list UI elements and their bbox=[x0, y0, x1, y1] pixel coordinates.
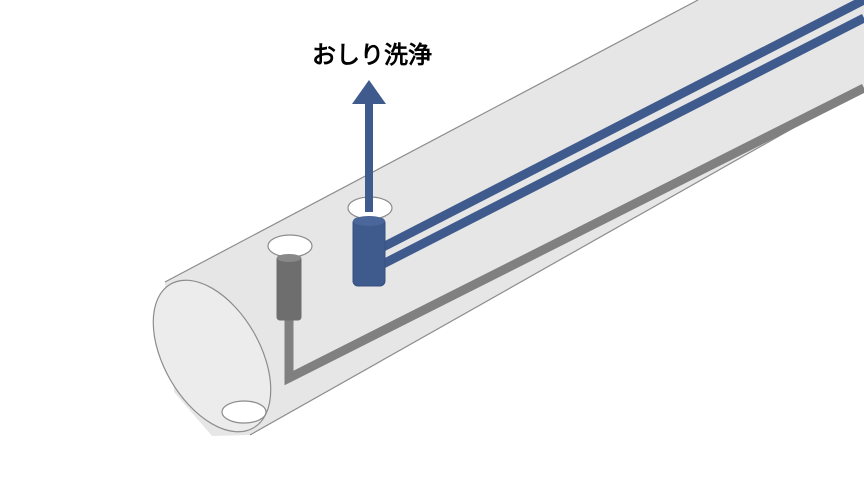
left-nozzle-top bbox=[277, 254, 301, 262]
gray-water-pipe bbox=[284, 83, 864, 386]
right-nozzle-top bbox=[353, 216, 385, 226]
blue-pipe-lower bbox=[380, 13, 864, 269]
left-nozzle-body bbox=[276, 255, 302, 321]
end-cap bbox=[152, 279, 272, 433]
gray-pipe-line bbox=[284, 83, 864, 386]
end-cap-hole bbox=[221, 400, 267, 424]
right-nozzle-body bbox=[352, 217, 386, 287]
blue-pipe-upper bbox=[380, 0, 864, 252]
tube-top-edge bbox=[164, 0, 699, 283]
end-cap-face bbox=[152, 279, 272, 433]
spray-arrow-head bbox=[352, 80, 386, 104]
spray-arrow bbox=[352, 80, 386, 212]
blue-water-pipes bbox=[380, 0, 864, 269]
left-nozzle bbox=[267, 234, 313, 321]
spray-label: おしり洗浄 bbox=[312, 41, 432, 69]
tube-body bbox=[165, 0, 864, 436]
nozzle-tube bbox=[164, 0, 864, 436]
tube-bottom-edge bbox=[249, 87, 864, 436]
left-nozzle-hole bbox=[267, 234, 313, 258]
